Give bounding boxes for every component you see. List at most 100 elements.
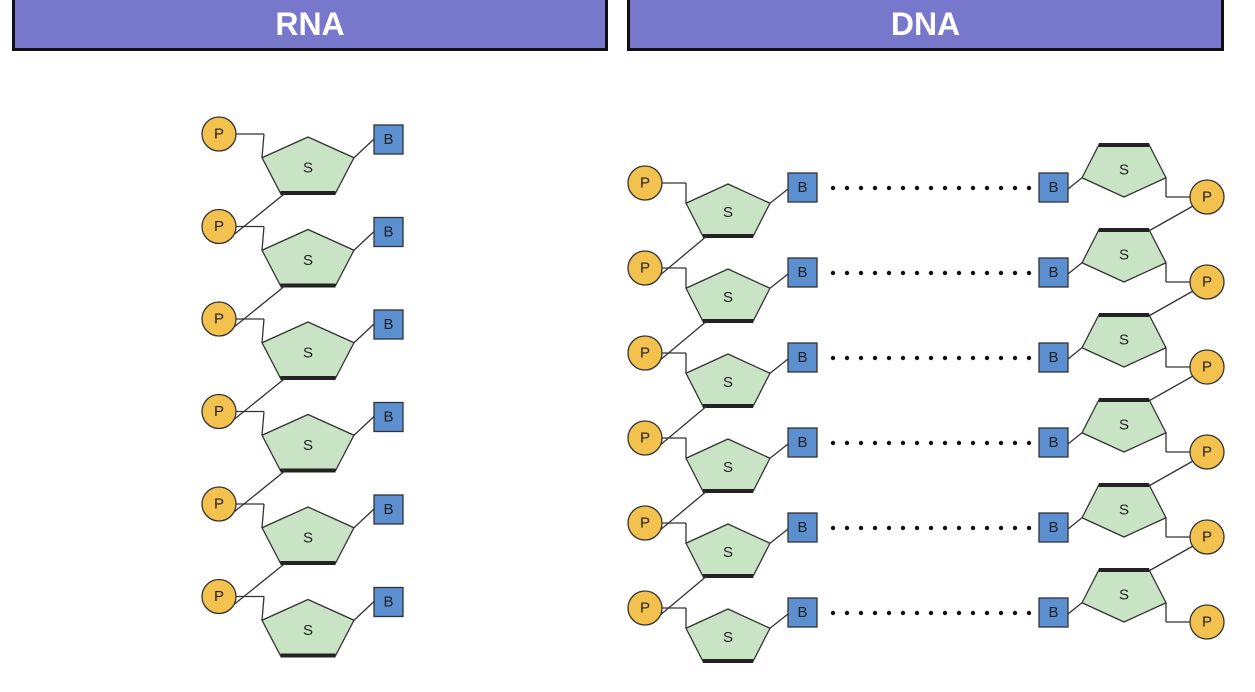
hydrogen-bond-dot [858,440,864,446]
hydrogen-bond-dot [928,610,934,616]
phosphate-label: P [640,345,650,362]
hydrogen-bond-dot [1012,185,1018,191]
hydrogen-bond-dot [970,610,976,616]
hydrogen-bond-dot [998,610,1004,616]
hydrogen-bond-dot [928,355,934,361]
phosphate-circle [1189,604,1225,640]
bond-line [353,231,375,251]
base-label: B [1048,264,1058,281]
phosphate-label: P [640,260,650,277]
phosphate-label: P [640,430,650,447]
hydrogen-bond-dot [844,355,850,361]
phosphate-label: P [214,403,224,420]
phosphate-circle [201,393,237,430]
sugar-label: S [1119,161,1129,178]
bond-line [1144,290,1194,319]
sugar-label: S [723,459,733,476]
bond-line [769,613,789,629]
sugar-label: S [303,252,313,269]
bond-line [353,138,375,159]
hydrogen-bond-dot [830,525,836,531]
hydrogen-bond-dot [830,355,836,361]
hydrogen-bond-dot [872,355,878,361]
hydrogen-bond-dot [1012,525,1018,531]
hydrogen-bond-dot [886,525,892,531]
hydrogen-bond-dot [900,610,906,616]
phosphate-circle [201,578,237,615]
phosphate-label: P [214,218,224,235]
bond-line [261,411,265,436]
hydrogen-bond-dot [872,440,878,446]
phosphate-circle [201,208,237,245]
bond-line [1144,205,1194,234]
phosphate-circle [627,505,663,541]
base-square [1038,172,1069,203]
base-square [373,124,404,155]
base-square [1038,512,1069,543]
hydrogen-bond-dot [942,610,948,616]
hydrogen-bond-dot [844,440,850,446]
base-square [373,586,404,618]
hydrogen-bond-dot [914,525,920,531]
bond-line [1144,545,1194,574]
rna-header: RNA [12,0,608,51]
hydrogen-bond-dot [830,440,836,446]
hydrogen-bond-dot [886,440,892,446]
bond-line [261,226,265,251]
hydrogen-bond-dot [928,270,934,276]
hydrogen-bond-dot [928,185,934,191]
dna-header: DNA [627,0,1224,51]
hydrogen-bond-dot [956,355,962,361]
base-square [373,216,404,248]
bond-line [1067,262,1083,275]
hydrogen-bond-dot [1026,355,1032,361]
phosphate-circle [627,590,663,626]
sugar-label: S [303,529,313,546]
hydrogen-bond-dot [984,610,990,616]
hydrogen-bond-dot [844,185,850,191]
bond-line [233,377,286,421]
hydrogen-bond-dot [942,355,948,361]
hydrogen-bond-dot [970,185,976,191]
bond-line [1144,375,1194,404]
bond-line [1067,517,1083,530]
bond-line [1067,602,1083,615]
phosphate-circle [627,335,663,371]
hydrogen-bond-dot [844,525,850,531]
bond-line [261,318,265,343]
hydrogen-bond-dot [928,525,934,531]
base-label: B [383,131,393,148]
phosphate-label: P [1202,359,1212,376]
phosphate-circle [627,420,663,456]
hydrogen-bond-dot [914,355,920,361]
hydrogen-bond-dot [956,610,962,616]
base-label: B [383,316,393,333]
sugar-label: S [723,629,733,646]
base-square [1038,342,1069,373]
hydrogen-bond-dot [914,185,920,191]
hydrogen-bond-dot [858,355,864,361]
base-square [1038,427,1069,458]
bond-line [261,503,265,528]
hydrogen-bond-dot [914,610,920,616]
hydrogen-bond-dot [998,185,1004,191]
bond-line [261,133,265,158]
phosphate-circle [627,165,663,201]
bond-line [233,192,286,236]
sugar-label: S [723,289,733,306]
phosphate-label: P [214,311,224,328]
bond-line [353,323,375,344]
hydrogen-bond-dot [886,610,892,616]
phosphate-circle [201,301,237,337]
hydrogen-bond-dot [830,185,836,191]
hydrogen-bond-dot [858,610,864,616]
hydrogen-bond-dot [858,185,864,191]
base-square [787,172,818,203]
base-label: B [1048,604,1058,621]
bond-line [1144,460,1194,489]
bond-line [233,469,286,513]
base-label: B [797,434,807,451]
base-square [1038,597,1069,628]
hydrogen-bond-dot [998,440,1004,446]
hydrogen-bond-dot [872,185,878,191]
